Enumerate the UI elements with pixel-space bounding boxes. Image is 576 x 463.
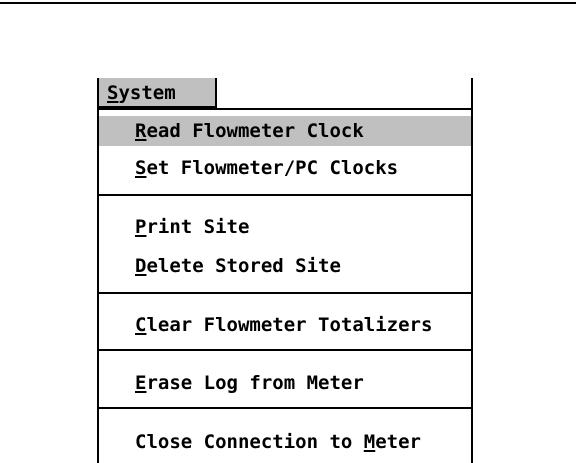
system-menu: System Read Flowmeter Clock Set Flowmete… (97, 78, 473, 463)
top-divider-line (0, 2, 576, 4)
menu-divider (99, 407, 471, 409)
menu-item-close-connection-to-meter[interactable]: Close Connection to Meter (99, 427, 471, 457)
menu-item-label: Delete Stored Site (135, 255, 341, 277)
menu-divider (99, 108, 471, 110)
menu-item-label: Read Flowmeter Clock (135, 120, 364, 142)
menu-item-set-flowmeter-pc-clocks[interactable]: Set Flowmeter/PC Clocks (99, 153, 471, 183)
menu-title-system[interactable]: System (99, 78, 217, 108)
accel-char: S (107, 82, 119, 104)
menu-title-label: System (107, 82, 176, 104)
menu-item-read-flowmeter-clock[interactable]: Read Flowmeter Clock (99, 116, 471, 146)
menu-divider (99, 292, 471, 294)
menu-item-label: Erase Log from Meter (135, 372, 364, 394)
menu-item-label: Close Connection to Meter (135, 431, 421, 453)
menu-item-label: Print Site (135, 216, 250, 238)
menu-divider (99, 349, 471, 351)
menu-item-clear-flowmeter-totalizers[interactable]: Clear Flowmeter Totalizers (99, 310, 471, 340)
menu-item-label: Clear Flowmeter Totalizers (135, 314, 433, 336)
menu-item-label: Set Flowmeter/PC Clocks (135, 157, 399, 179)
menu-item-erase-log-from-meter[interactable]: Erase Log from Meter (99, 368, 471, 398)
menu-item-delete-stored-site[interactable]: Delete Stored Site (99, 251, 471, 281)
menu-item-print-site[interactable]: Print Site (99, 212, 471, 242)
menu-divider (99, 194, 471, 196)
